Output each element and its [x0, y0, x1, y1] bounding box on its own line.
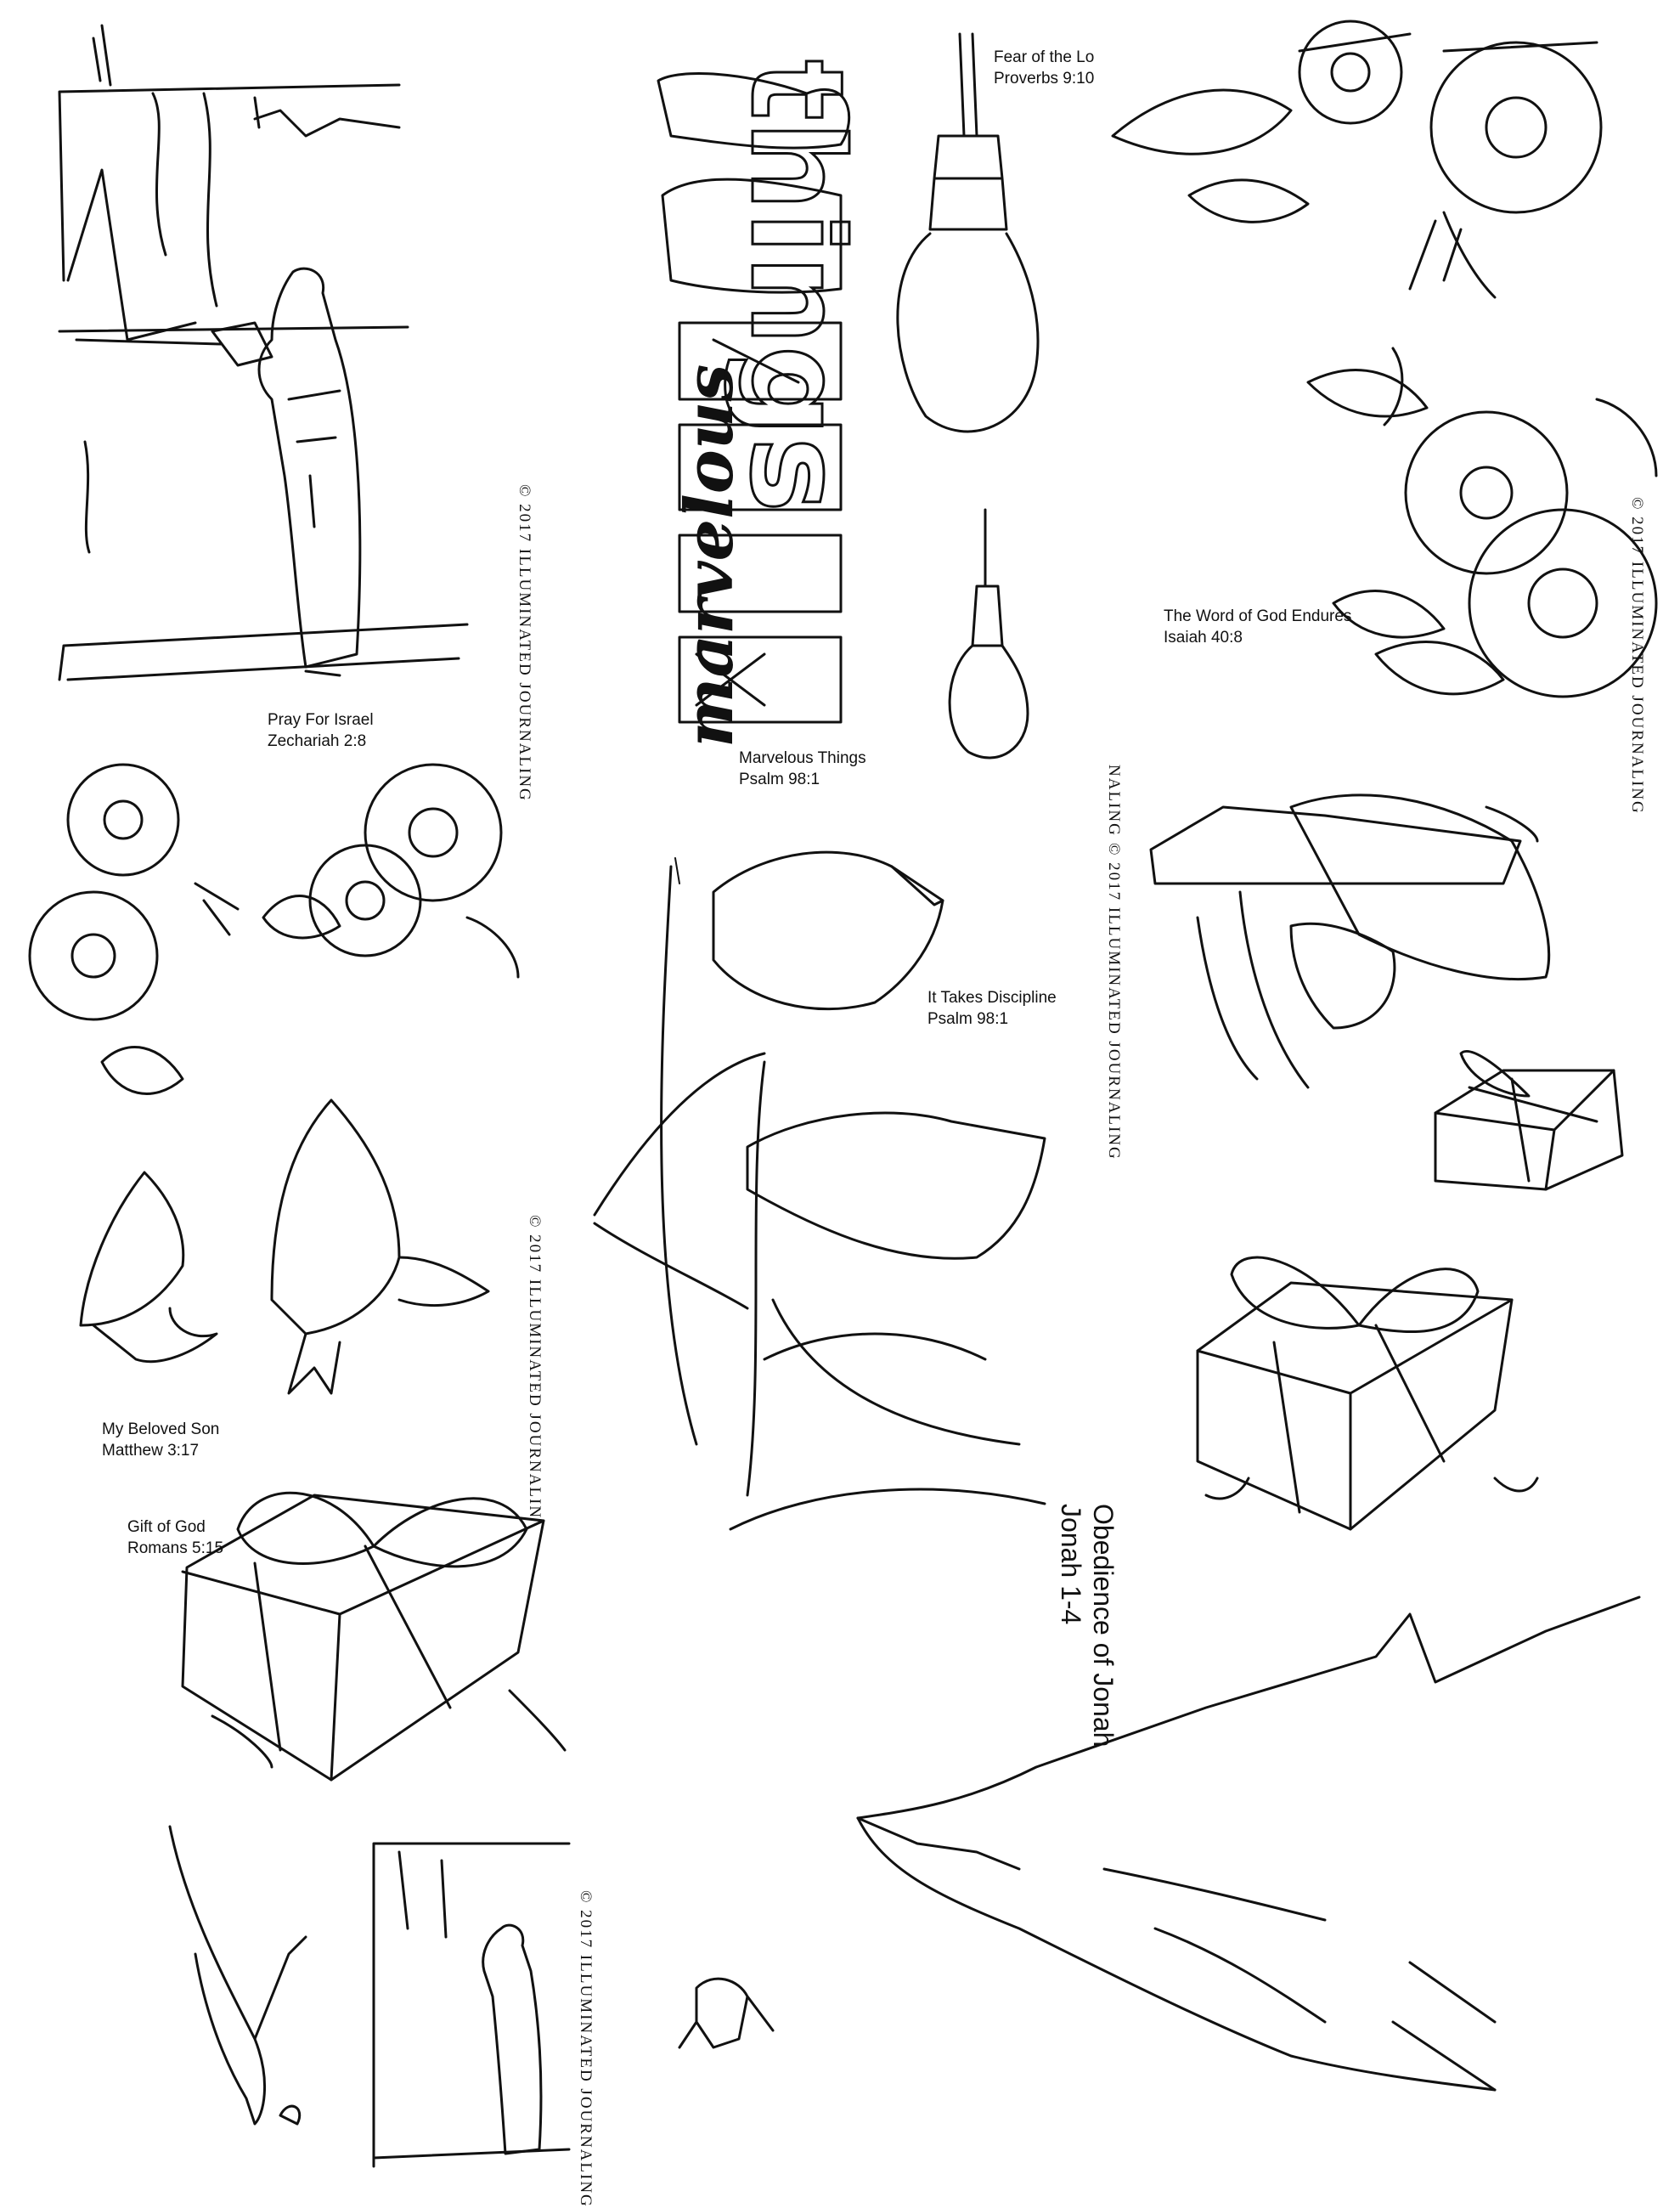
caption-title: My Beloved Son — [102, 1420, 220, 1438]
caption-obedience: Obedience of Jonah Jonah 1-4 — [1055, 1504, 1119, 1747]
caption-title: It Takes Discipline — [927, 989, 1057, 1007]
caption-title: Gift of God — [127, 1518, 206, 1536]
copyright-2: © 2017 ILLUMINATED JOURNALING — [1628, 497, 1646, 815]
caption-title: Obedience of Jonah — [1088, 1504, 1119, 1748]
copyright-cut-a: © 2017 ILLUMINATED JOURNALIN — [526, 1215, 544, 1520]
jonah-figure-icon — [678, 1977, 775, 2049]
caption-ref: Isaiah 40:8 — [1164, 629, 1243, 647]
whale-icon — [856, 1595, 1641, 2092]
caption-fear-lord: Fear of the Lo Proverbs 9:10 — [994, 47, 1094, 89]
gift-box-large-icon — [181, 1491, 567, 1782]
marvelous-things-icon — [657, 72, 851, 724]
caption-title: Pray For Israel — [268, 711, 374, 729]
caption-ref: Psalm 98:1 — [927, 1010, 1009, 1028]
sunflowers-left-icon — [28, 763, 520, 1095]
caption-ref: Romans 5:15 — [127, 1539, 224, 1557]
caption-pray-israel: Pray For Israel Zechariah 2:8 — [268, 709, 374, 752]
caption-ref: Matthew 3:17 — [102, 1442, 200, 1460]
caption-gift-god: Gift of God Romans 5:15 — [127, 1516, 223, 1559]
copyright-3: © 2017 ILLUMINATED JOURNALING — [1105, 843, 1123, 1160]
caption-discipline: It Takes Discipline Psalm 98:1 — [927, 987, 1057, 1030]
copyright-4: © 2017 ILLUMINATED JOURNALING — [577, 1890, 595, 2208]
caption-ref: Jonah 1-4 — [1056, 1504, 1086, 1625]
caption-marvelous: Marvelous Things Psalm 98:1 — [739, 748, 866, 790]
caption-ref: Psalm 98:1 — [739, 771, 820, 788]
caption-ref: Proverbs 9:10 — [994, 70, 1095, 88]
copyright-cut-b: NALING — [1105, 765, 1123, 837]
doves-icon — [79, 1098, 490, 1395]
caption-beloved-son: My Beloved Son Matthew 3:17 — [102, 1419, 219, 1461]
sunflowers-top-icon — [1111, 20, 1603, 299]
ballet-shoes-right-icon — [1149, 793, 1551, 1089]
caption-title: The Word of God Endures — [1164, 607, 1352, 625]
gift-box-small-icon — [1434, 1049, 1624, 1191]
light-bulbs-icon — [896, 32, 1040, 760]
whale-small-icon — [168, 1825, 307, 2126]
gift-box-medium-icon — [1196, 1256, 1539, 1531]
praying-man-at-wall-icon — [58, 24, 469, 681]
praying-man-small-icon — [372, 1842, 571, 2168]
caption-title: Marvelous Things — [739, 749, 866, 767]
caption-ref: Zechariah 2:8 — [268, 732, 367, 750]
copyright-1: © 2017 ILLUMINATED JOURNALING — [516, 484, 533, 802]
things-block-word: things — [721, 59, 871, 514]
sunflowers-right-icon — [1306, 347, 1658, 698]
ballet-shoes-center-icon — [593, 850, 1046, 1531]
caption-word-endures: The Word of God Endures Isaiah 40:8 — [1164, 606, 1351, 648]
caption-title: Fear of the Lo — [994, 48, 1095, 66]
